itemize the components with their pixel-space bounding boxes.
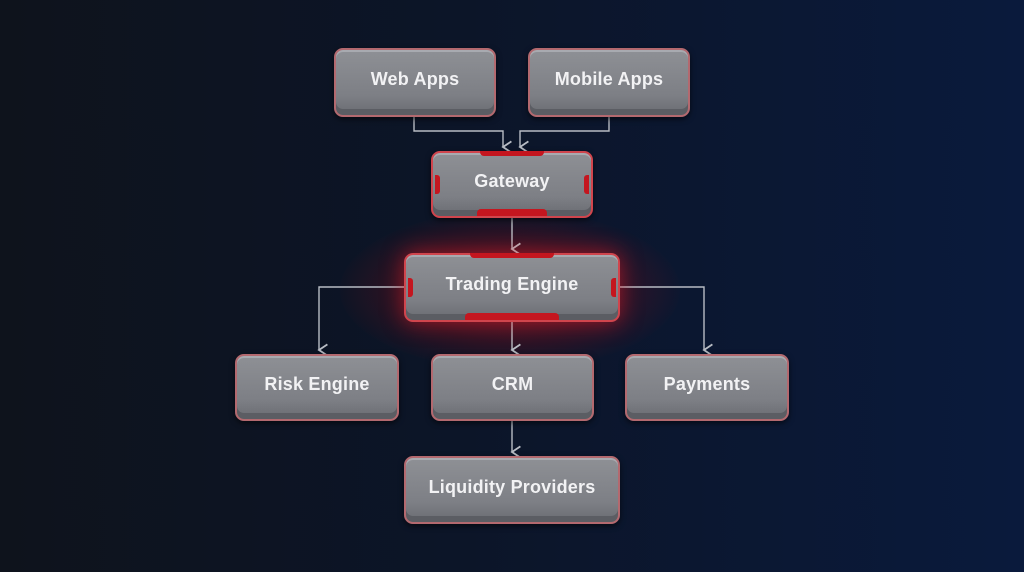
node-crm: CRM	[431, 354, 594, 421]
node-label: Web Apps	[370, 69, 460, 89]
accent-bar	[480, 151, 544, 156]
accent-bar	[465, 313, 559, 320]
connector-trading-payments	[620, 286, 713, 357]
accent-bar	[584, 175, 589, 194]
node-label: Trading Engine	[445, 274, 579, 294]
node-label: Payments	[663, 374, 751, 394]
accent-bar	[477, 209, 547, 216]
connector-trading-risk	[317, 286, 404, 357]
node-label: CRM	[491, 374, 534, 394]
accent-bar	[435, 175, 440, 194]
node-label: Gateway	[474, 171, 550, 191]
connector-mobile-gateway	[518, 117, 610, 154]
accent-bar	[611, 277, 616, 298]
node-payments: Payments	[625, 354, 789, 421]
node-label: Liquidity Providers	[428, 476, 596, 497]
node-gateway: Gateway	[431, 151, 593, 218]
node-liquidity-providers: Liquidity Providers	[404, 456, 620, 524]
node-web-apps: Web Apps	[334, 48, 496, 117]
accent-bar	[469, 253, 555, 258]
accent-bar	[408, 277, 413, 298]
node-trading-engine: Trading Engine	[404, 253, 620, 322]
connector-web-gateway	[413, 117, 512, 154]
node-mobile-apps: Mobile Apps	[528, 48, 690, 117]
node-label: Risk Engine	[264, 374, 370, 394]
node-risk-engine: Risk Engine	[235, 354, 399, 421]
node-label: Mobile Apps	[554, 69, 664, 89]
